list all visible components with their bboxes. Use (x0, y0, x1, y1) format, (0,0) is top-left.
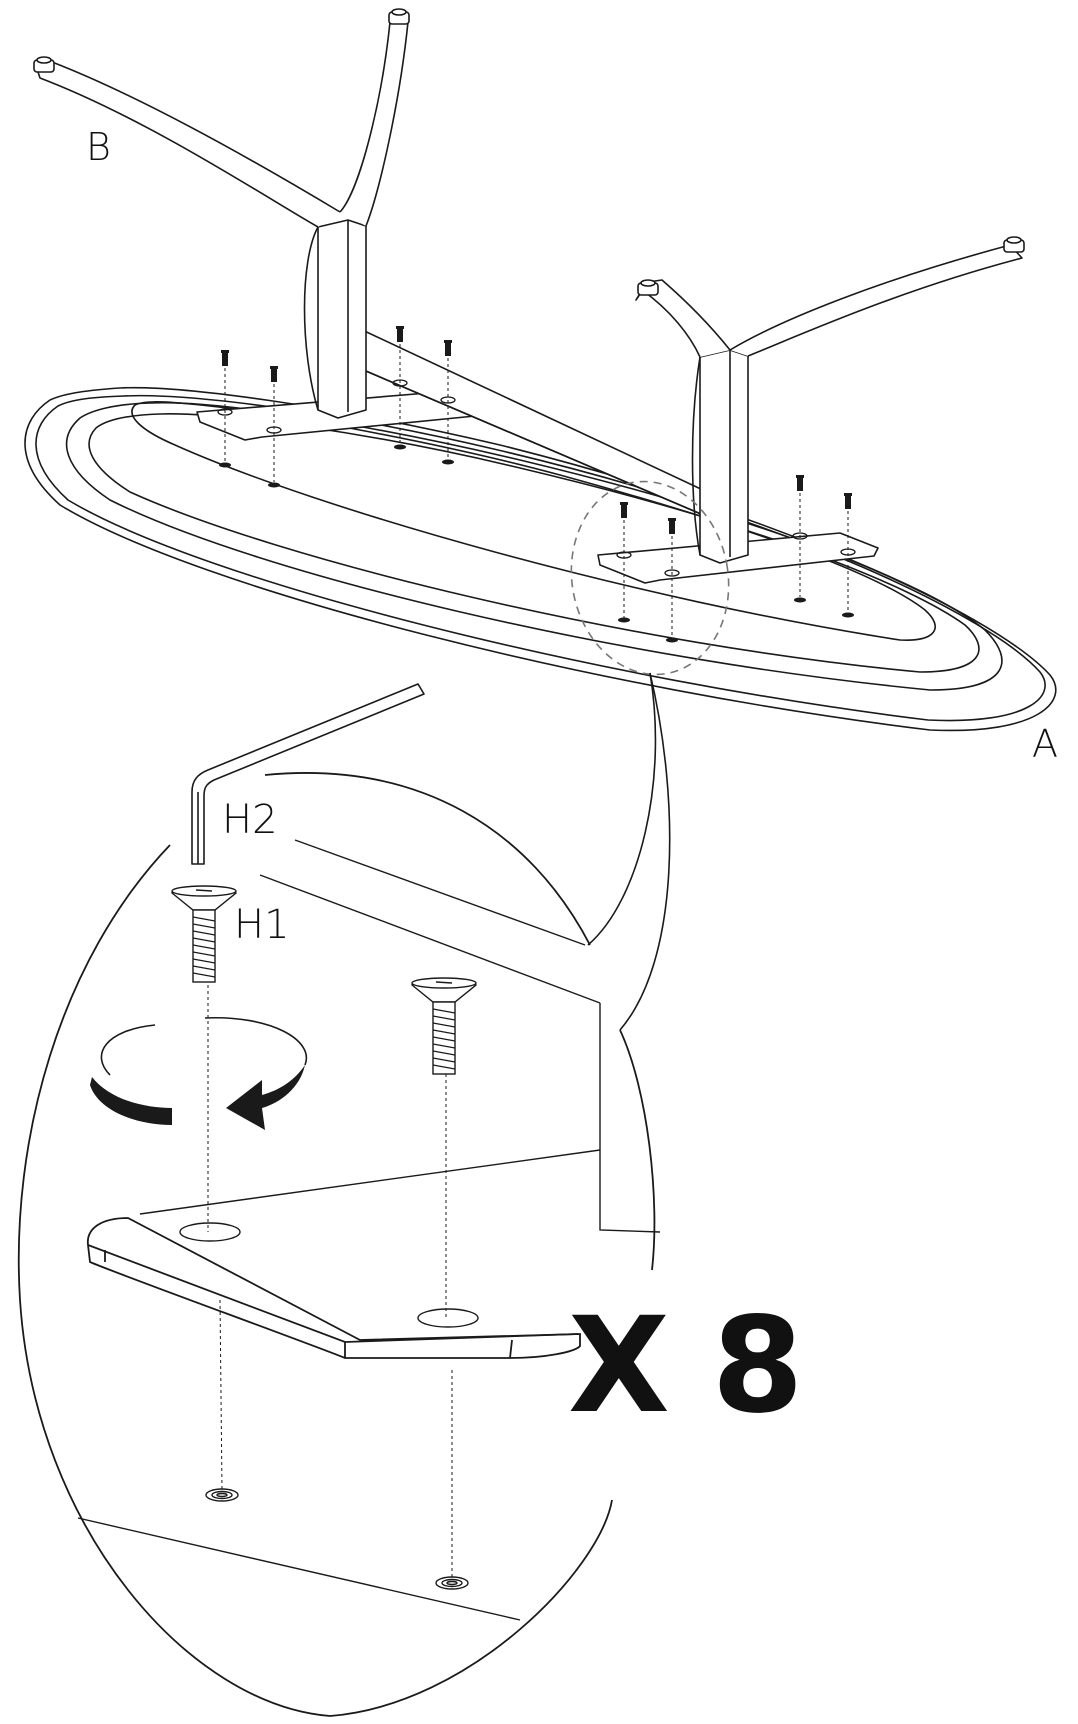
detail-background-lines (77, 839, 661, 1621)
label-table-base: B (86, 125, 111, 169)
label-bolt: H1 (234, 902, 290, 948)
table-top (24, 386, 1057, 732)
bolt-guides (224, 338, 849, 637)
label-table-top: A (1032, 722, 1058, 766)
rotate-clockwise-arrow-icon (90, 1017, 308, 1130)
bolt-icon (411, 977, 477, 1075)
detail-callout-circle (570, 480, 730, 676)
threaded-inserts (205, 1488, 469, 1590)
detail-plate-holes (179, 1222, 479, 1328)
detail-bolt-guides (207, 985, 453, 1580)
bolt-icon (171, 885, 237, 983)
detail-bubble (17, 772, 656, 1717)
quantity-label: X 8 (568, 1289, 804, 1443)
callout-leader (587, 672, 671, 1031)
allen-key-icon (191, 683, 425, 865)
table-base (33, 8, 1025, 584)
detail-plate (87, 1217, 581, 1359)
label-allen-key: H2 (222, 797, 278, 843)
insert-marks (219, 444, 854, 643)
